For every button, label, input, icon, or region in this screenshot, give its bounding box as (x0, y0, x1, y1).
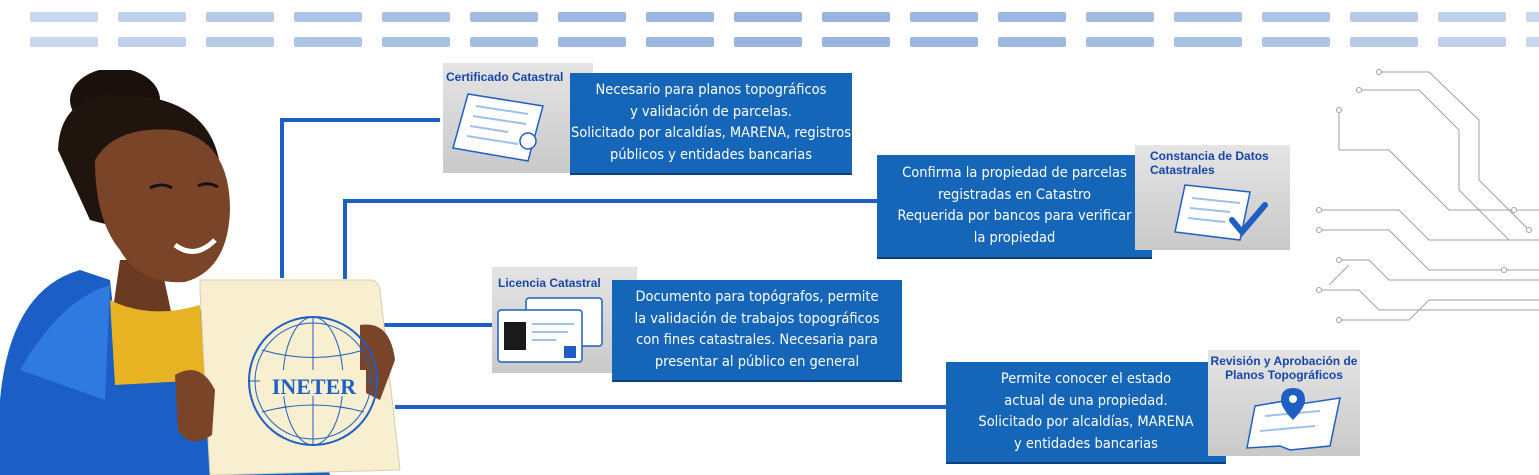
stripe-bar (1526, 37, 1539, 47)
card-description: Documento para topógrafos, permite la va… (634, 289, 880, 370)
stripe-bar (910, 12, 978, 22)
stripe-bar (294, 12, 362, 22)
stripe-bar (30, 37, 98, 47)
stripe-bar (1262, 12, 1330, 22)
card-description: Permite conocer el estado actual de una … (978, 371, 1194, 452)
stripe-bar (646, 37, 714, 47)
stripe-bar (118, 37, 186, 47)
stripe-bar (822, 12, 890, 22)
card-title: Revisión y Aprobación de Planos Topográf… (1210, 354, 1358, 382)
connector-line-vertical-1 (280, 118, 284, 278)
stripe-bar (998, 12, 1066, 22)
stripe-bar (1174, 12, 1242, 22)
stripe-bar (1438, 12, 1506, 22)
stripe-bar (1526, 12, 1539, 22)
checkmark-document-icon (1174, 184, 1268, 241)
card-description-box: Documento para topógrafos, permite la va… (612, 280, 902, 380)
card-description-box: Necesario para planos topográficos y val… (570, 73, 852, 173)
card-description: Confirma la propiedad de parcelas regist… (897, 165, 1132, 246)
card-description-box: Permite conocer el estado actual de una … (946, 362, 1226, 462)
stripe-bar (734, 37, 802, 47)
stripe-bar (470, 12, 538, 22)
connector-line-2 (343, 199, 879, 203)
stripe-bar (558, 37, 626, 47)
connector-line-3 (378, 323, 492, 327)
stripe-bar (1086, 37, 1154, 47)
card-title: Constancia de Datos Catastrales (1150, 149, 1269, 177)
stripe-bar (206, 12, 274, 22)
stripe-bar (382, 12, 450, 22)
stripe-bar (910, 37, 978, 47)
stripe-bar (1438, 37, 1506, 47)
map-pin-icon (1246, 388, 1341, 451)
stripe-bar (1086, 12, 1154, 22)
stripe-bar (294, 37, 362, 47)
connector-line-vertical-2 (343, 199, 347, 279)
ineter-logo-text: INETER (271, 374, 357, 399)
card-description: Necesario para planos topográficos y val… (570, 82, 852, 163)
ineter-logo-emblem (248, 316, 378, 446)
stripe-bar (646, 12, 714, 22)
stripe-bar (1350, 12, 1418, 22)
stripe-bar (1262, 37, 1330, 47)
circuit-lines-decoration (1316, 69, 1539, 323)
id-license-card-icon (497, 297, 603, 363)
stripe-bar (998, 37, 1066, 47)
stripe-bar (822, 37, 890, 47)
stripe-bar (206, 37, 274, 47)
top-stripes-decoration (0, 0, 1539, 60)
stripe-bar (30, 12, 98, 22)
certificate-document-icon (452, 93, 544, 162)
card-description-box: Confirma la propiedad de parcelas regist… (877, 155, 1152, 257)
stripe-bar (382, 37, 450, 47)
stripe-bar (1174, 37, 1242, 47)
card-title: Certificado Catastral (446, 70, 564, 84)
connector-line-4 (395, 405, 948, 409)
stripe-bar (1350, 37, 1418, 47)
stripe-bar (470, 37, 538, 47)
connector-line-1 (280, 118, 440, 122)
card-title: Licencia Catastral (498, 276, 601, 290)
stripe-bar (558, 12, 626, 22)
stripe-bar (118, 12, 186, 22)
stripe-bar (734, 12, 802, 22)
